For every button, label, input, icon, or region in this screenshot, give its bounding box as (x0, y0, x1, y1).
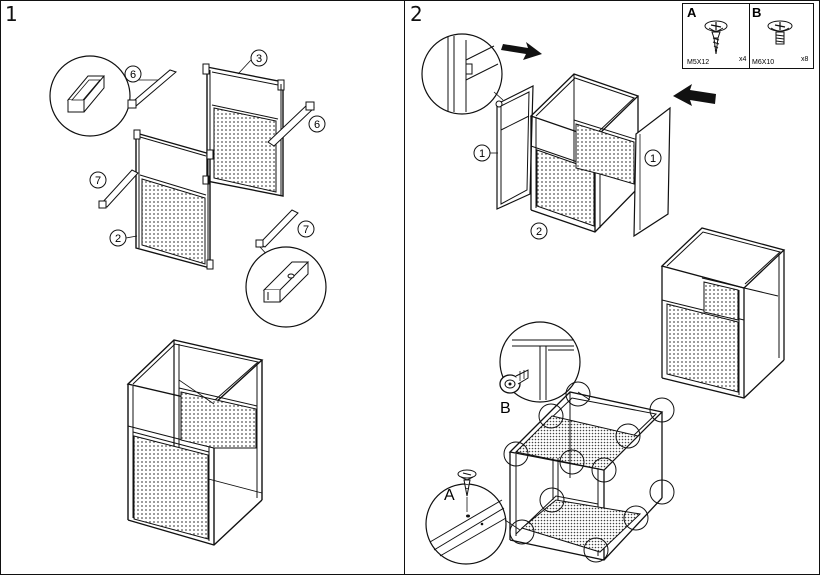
callout-3: 3 (237, 49, 268, 75)
cabinet-body-step2 (529, 73, 640, 233)
callout-7-right: 7 (297, 220, 315, 238)
callout-7-left-label: 7 (95, 175, 101, 187)
callout-1-right: 1 (644, 149, 662, 167)
hardware-letter-a: A (687, 5, 697, 20)
screw-a-icon (457, 469, 477, 512)
sheet-border-top (0, 0, 820, 1)
detail-magnifier-bolt-b (499, 321, 591, 403)
hardware-legend: A M5X12 x4 B (682, 3, 814, 69)
assembled-cabinet-step2 (660, 227, 786, 399)
callout-6-lower: 6 (308, 115, 326, 133)
detail-magnifier-panel-slot (421, 33, 504, 115)
front-panel-2 (133, 129, 214, 270)
crossbar-7-left (98, 169, 139, 209)
hardware-letter-b: B (752, 5, 762, 20)
cabinet-on-side (503, 381, 675, 563)
callout-1-left-label: 1 (479, 148, 485, 160)
callout-2-step1-label: 2 (115, 233, 121, 245)
crossbar-6-upper (127, 69, 177, 109)
hardware-qty-a: x4 (739, 56, 747, 63)
callout-7-left: 7 (89, 171, 107, 189)
assembled-frame-step1 (126, 339, 264, 546)
wood-screw-icon (704, 20, 728, 55)
callout-7-right-label: 7 (303, 224, 309, 236)
hardware-spec-a: M5X12 (687, 59, 710, 66)
hardware-qty-b: x8 (801, 56, 809, 63)
step-number-2: 2 (410, 2, 423, 26)
callout-1-right-label: 1 (650, 153, 656, 165)
callout-3-label: 3 (256, 53, 262, 65)
callout-6-upper-label: 6 (130, 69, 136, 81)
hardware-spec-b: M6X10 (752, 59, 775, 66)
panel-divider (404, 0, 405, 575)
side-panel-1-right (633, 106, 671, 238)
detail-label-b: B (500, 400, 511, 417)
sheet-border-left (0, 0, 1, 575)
hardware-item-a: A M5X12 x4 (683, 4, 750, 68)
detail-magnifier-screw-a (425, 483, 521, 565)
callout-6-upper: 6 (124, 65, 142, 83)
detail-label-a: A (444, 487, 455, 504)
callout-1-left: 1 (473, 144, 498, 162)
back-panel-3 (202, 63, 285, 197)
detail-magnifier-tube-hole (245, 246, 327, 328)
arrow-insert-right (673, 84, 716, 106)
side-panel-1-left (495, 85, 534, 210)
crossbar-7-right (255, 209, 299, 248)
crossbar-6-lower (267, 101, 315, 147)
callout-2-step2-label: 2 (536, 226, 542, 238)
callout-2-step1: 2 (109, 229, 138, 247)
machine-bolt-icon (767, 20, 793, 45)
callout-6-lower-label: 6 (314, 119, 320, 131)
arrow-insert-left (501, 42, 542, 60)
hardware-item-b: B M6X10 x8 (749, 4, 813, 68)
step-number-1: 1 (5, 2, 18, 26)
callout-2-step2: 2 (530, 222, 548, 240)
detail-magnifier-tube-end (49, 55, 160, 137)
